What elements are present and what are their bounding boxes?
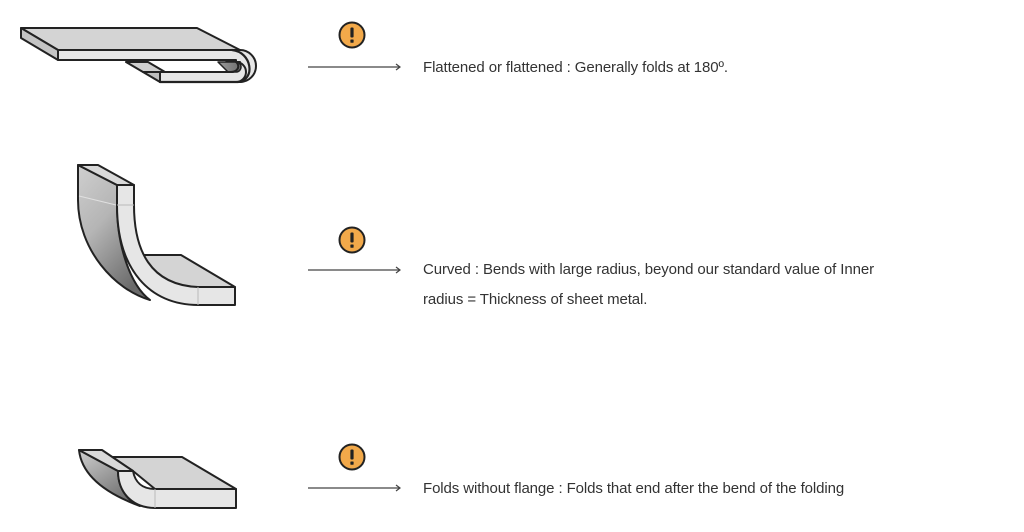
description-line: Curved : Bends with large radius, beyond… xyxy=(423,261,874,278)
description-fold-without-flange: Folds without flange : Folds that end af… xyxy=(423,474,844,504)
description-flattened: Flattened or flattened : Generally folds… xyxy=(423,53,728,83)
warning-exclamation-icon xyxy=(338,226,366,254)
arrow-icon xyxy=(308,63,401,71)
warning-exclamation-icon xyxy=(338,21,366,49)
arrow-icon xyxy=(308,484,401,492)
warning-exclamation-icon xyxy=(338,443,366,471)
description-curved: Curved : Bends with large radius, beyond… xyxy=(423,255,874,315)
description-line: Flattened or flattened : Generally folds… xyxy=(423,59,728,76)
arrow-icon xyxy=(308,266,401,274)
fold-without-flange-illustration xyxy=(78,449,237,509)
description-line: radius = Thickness of sheet metal. xyxy=(423,291,648,308)
curved-bend-illustration xyxy=(77,164,236,306)
description-line: Folds without flange : Folds that end af… xyxy=(423,480,845,497)
flattened-hem-illustration xyxy=(20,27,257,84)
